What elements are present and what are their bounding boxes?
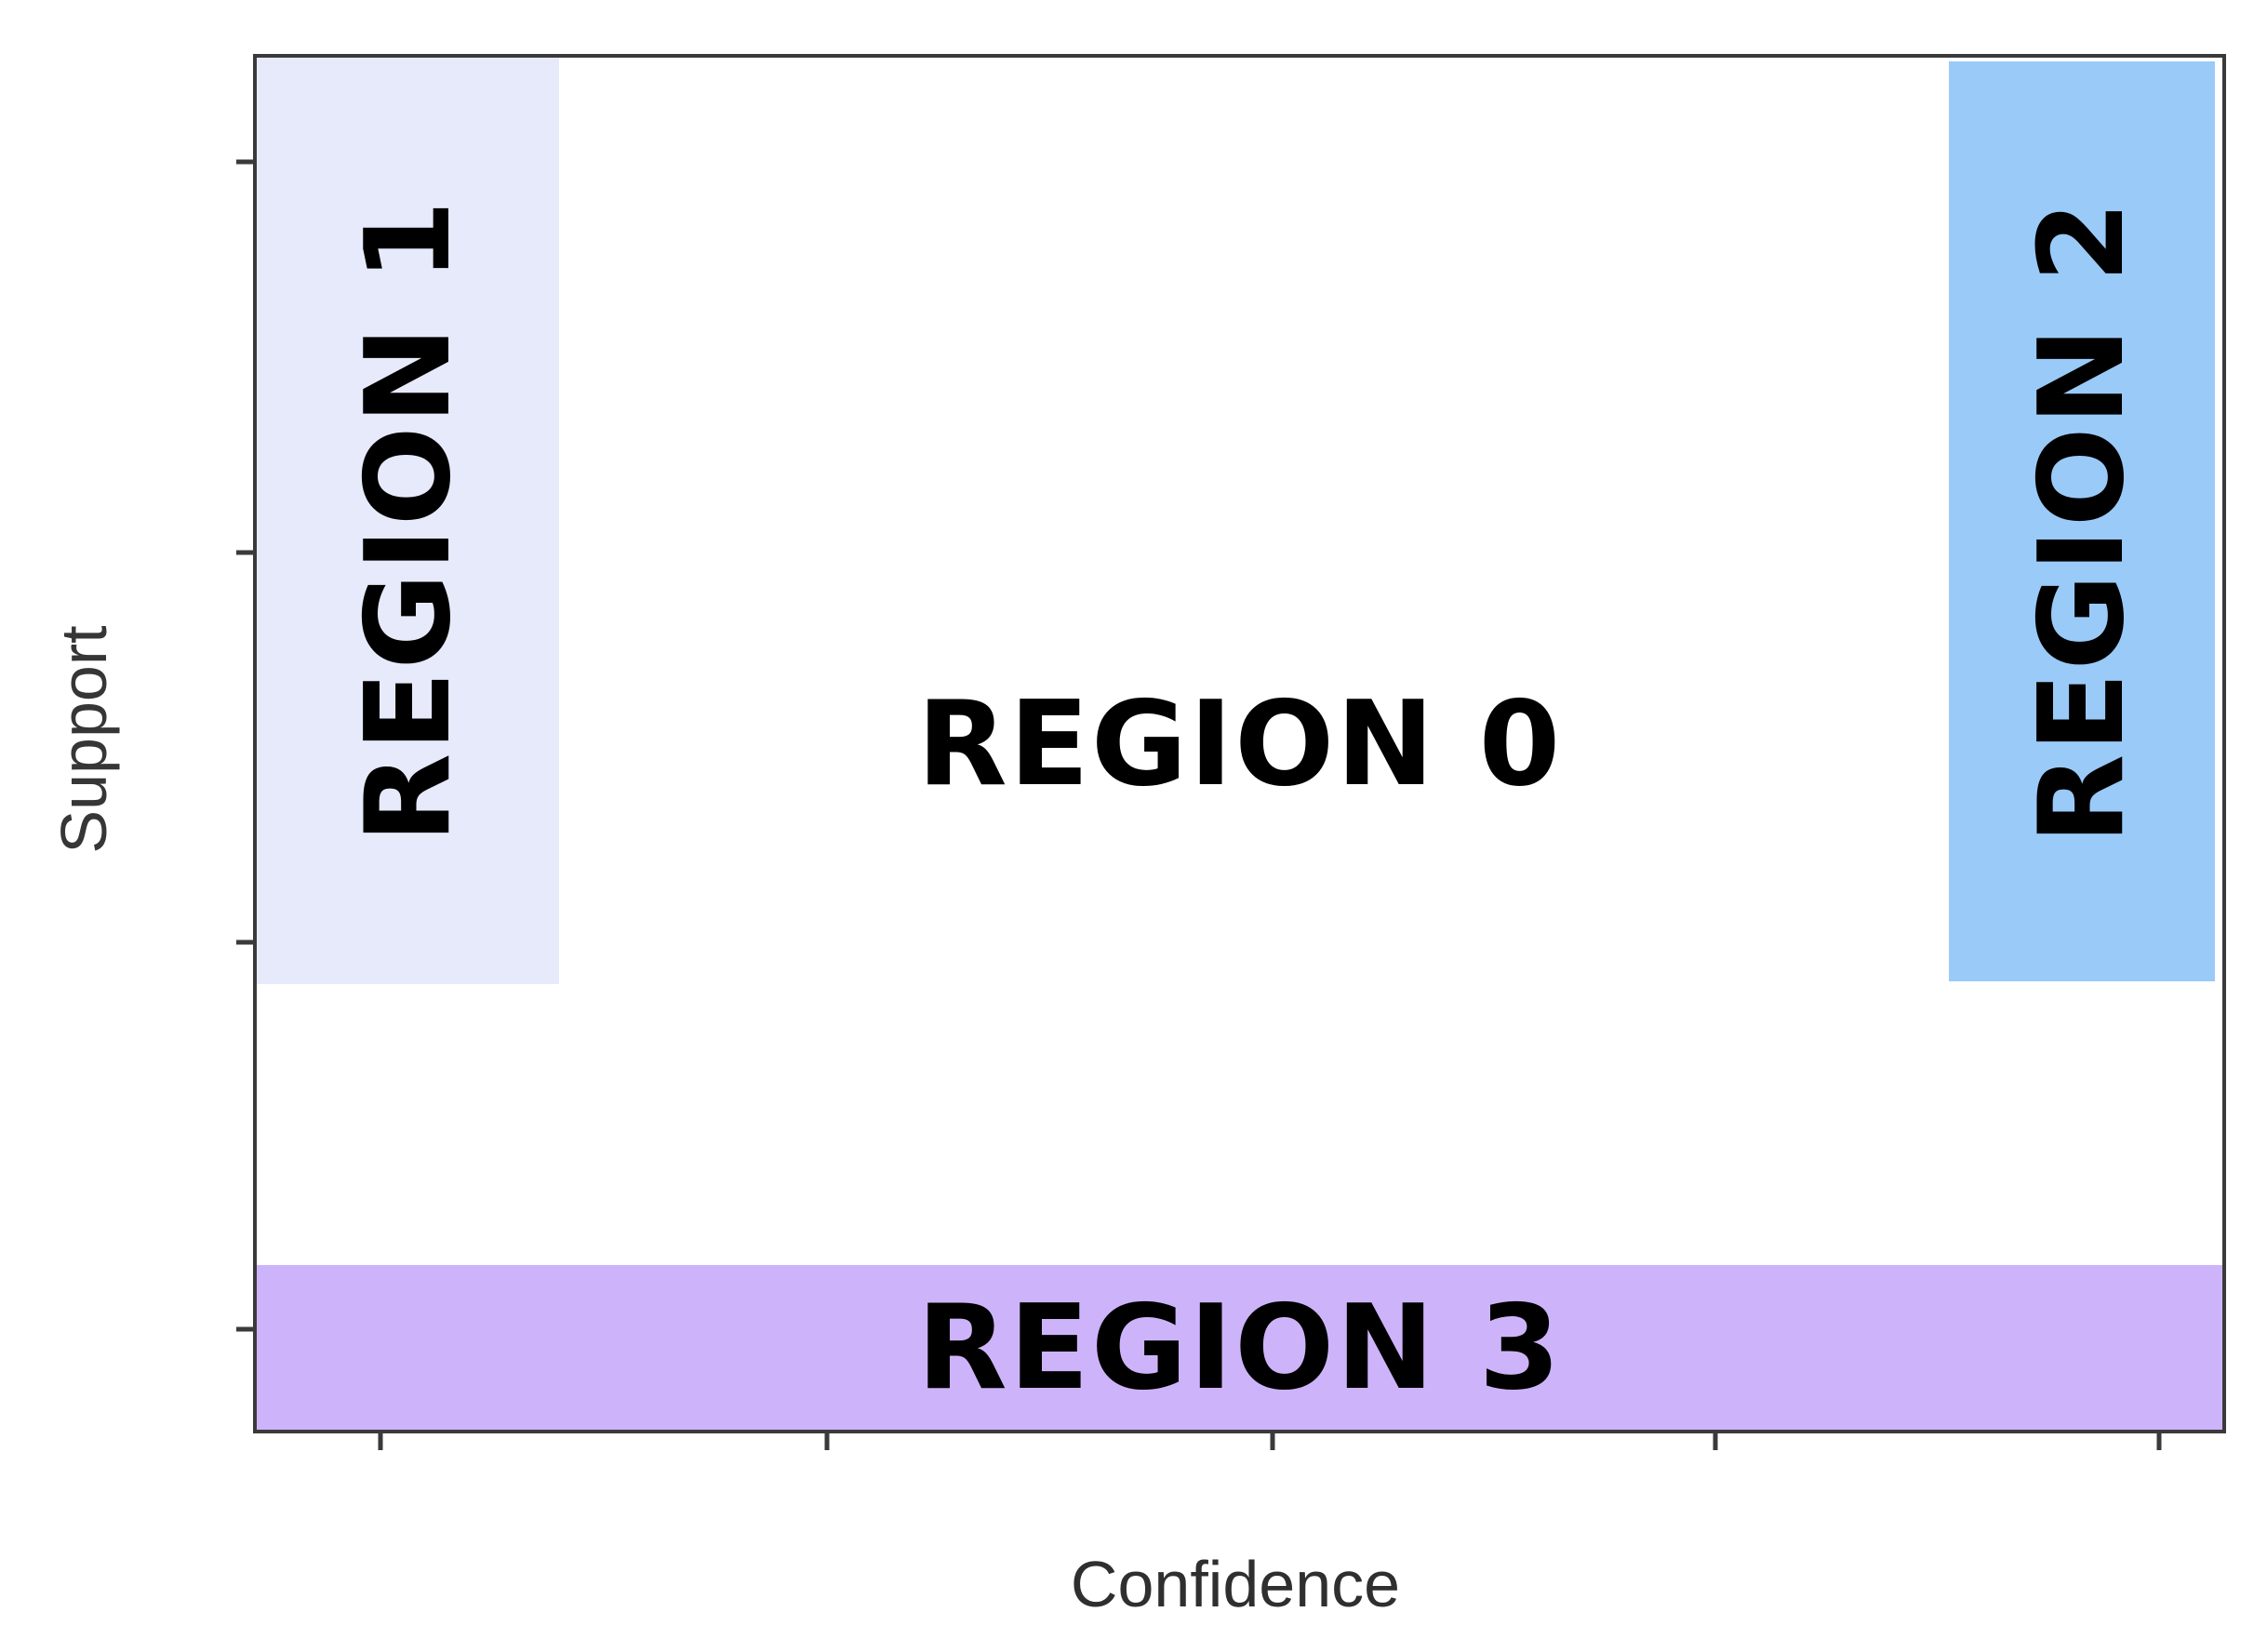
x-axis-tick bbox=[1270, 1433, 1275, 1450]
y-axis-label: Support bbox=[47, 625, 120, 854]
region-band-3: REGION 3 bbox=[257, 1265, 2222, 1430]
region-band-1: REGION 1 bbox=[257, 58, 560, 984]
x-axis-label: Confidence bbox=[1070, 1548, 1401, 1620]
y-axis-tick bbox=[236, 159, 253, 165]
y-axis-tick bbox=[236, 1326, 253, 1332]
x-axis-tick bbox=[378, 1433, 383, 1450]
region-band-2: REGION 2 bbox=[1949, 61, 2215, 981]
y-axis-tick bbox=[236, 550, 253, 555]
region-2-label: REGION 2 bbox=[2012, 198, 2150, 845]
plot-area: REGION 0 REGION 1 REGION 2 REGION 3 bbox=[236, 54, 2226, 1450]
region-0-label: REGION 0 bbox=[916, 674, 1563, 812]
y-axis-tick bbox=[236, 939, 253, 945]
x-axis-tick bbox=[1713, 1433, 1718, 1450]
region-band-0: REGION 0 bbox=[257, 58, 2222, 1430]
region-3-label: REGION 3 bbox=[916, 1278, 1563, 1416]
x-axis-tick bbox=[2156, 1433, 2162, 1450]
x-axis-tick bbox=[824, 1433, 830, 1450]
region-1-label: REGION 1 bbox=[339, 198, 476, 844]
